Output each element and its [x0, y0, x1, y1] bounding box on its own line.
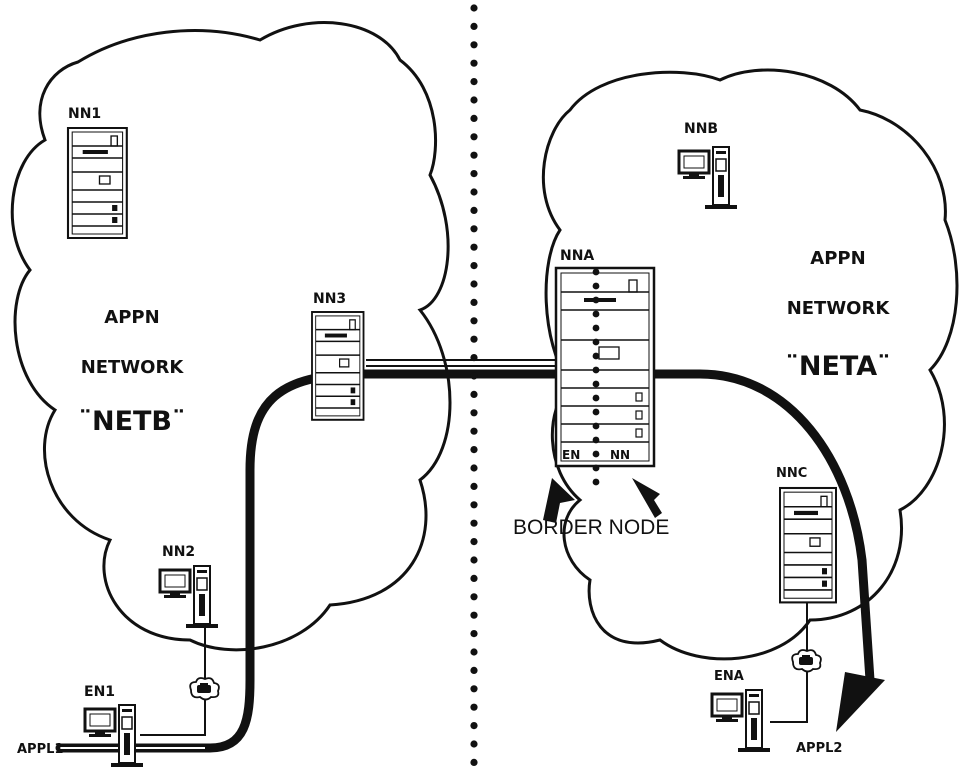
boundary-dot: [470, 336, 477, 343]
boundary-dot: [470, 446, 477, 453]
border-node-dot: [593, 395, 600, 402]
netb-network-name: ¨NETB¨: [78, 406, 185, 437]
boundary-dot: [470, 133, 477, 140]
boundary-dot: [470, 722, 477, 729]
boundary-dot: [470, 170, 477, 177]
ena-label: ENA: [714, 669, 744, 684]
boundary-dot: [470, 520, 477, 527]
ena-workstation-icon: [712, 690, 770, 752]
nna-port-nn: NN: [610, 448, 630, 462]
nna-rack-icon: [556, 268, 654, 466]
border-node-dot: [593, 339, 600, 346]
boundary-dot: [470, 188, 477, 195]
nn1-server-icon: [68, 128, 127, 238]
border-node-dot: [593, 381, 600, 388]
boundary-dot: [470, 23, 477, 30]
boundary-dot: [470, 152, 477, 159]
appl1-label: APPL1: [17, 742, 63, 757]
border-node-dot: [593, 465, 600, 472]
netb-label-line1: APPN: [104, 307, 159, 328]
boundary-dot: [470, 409, 477, 416]
boundary-dot: [470, 244, 477, 251]
boundary-dot: [470, 593, 477, 600]
session-arrowhead: [836, 672, 885, 732]
border-node-dot: [593, 479, 600, 486]
boundary-dot: [470, 667, 477, 674]
neta-network-name: ¨NETA¨: [785, 351, 890, 382]
boundary-dot: [470, 372, 477, 379]
boundary-dot: [470, 759, 477, 766]
border-node-dot: [593, 451, 600, 458]
boundary-dot: [470, 262, 477, 269]
boundary-dot: [470, 612, 477, 619]
nnb-label: NNB: [684, 121, 718, 137]
boundary-dot: [470, 464, 477, 471]
nn3-server-icon: [312, 312, 364, 420]
border-node-dot: [593, 297, 600, 304]
boundary-dot: [470, 280, 477, 287]
boundary-dot: [470, 4, 477, 11]
boundary-dot: [470, 556, 477, 563]
boundary-dot: [470, 207, 477, 214]
border-node-dot: [593, 283, 600, 290]
nna-label: NNA: [560, 248, 594, 264]
boundary-dot: [470, 428, 477, 435]
boundary-dot: [470, 299, 477, 306]
boundary-dot: [470, 685, 477, 692]
boundary-dot: [470, 740, 477, 747]
boundary-dot: [470, 391, 477, 398]
boundary-dot: [470, 41, 477, 48]
modem-right-icon: [792, 650, 821, 672]
nnc-label: NNC: [776, 466, 807, 481]
boundary-dot: [470, 538, 477, 545]
neta-label-line1: APPN: [810, 248, 865, 269]
modem-left-icon: [190, 678, 219, 700]
boundary-dot: [470, 630, 477, 637]
border-node-dot: [593, 437, 600, 444]
nna-port-en: EN: [562, 448, 580, 462]
en1-workstation-icon: [85, 705, 143, 767]
nn1-label: NN1: [68, 106, 101, 122]
neta-label-line2: NETWORK: [787, 298, 891, 319]
boundary-dot: [470, 648, 477, 655]
boundary-dot: [470, 704, 477, 711]
link-modem-ena: [770, 672, 807, 722]
boundary-dot: [470, 96, 477, 103]
border-node-dot: [593, 409, 600, 416]
appl2-label: APPL2: [796, 741, 842, 756]
boundary-dot: [470, 354, 477, 361]
boundary-dot: [470, 115, 477, 122]
boundary-dot: [470, 78, 477, 85]
netb-label-line2: NETWORK: [81, 357, 185, 378]
border-node-dot: [593, 367, 600, 374]
nn2-label: NN2: [162, 544, 195, 560]
boundary-dot: [470, 225, 477, 232]
en1-label: EN1: [84, 684, 115, 700]
border-node-dot: [593, 353, 600, 360]
boundary-dot: [470, 501, 477, 508]
nn3-label: NN3: [313, 291, 346, 307]
boundary-dot: [470, 483, 477, 490]
border-node-dot: [593, 311, 600, 318]
boundary-dot: [470, 60, 477, 67]
boundary-dot: [470, 575, 477, 582]
border-node-dot: [593, 423, 600, 430]
link-modem-en1: [140, 700, 205, 735]
border-node-label: BORDER NODE: [513, 516, 669, 539]
boundary-dot: [470, 317, 477, 324]
border-node-dot: [593, 325, 600, 332]
nnc-server-icon: [780, 488, 836, 602]
border-node-dot: [593, 269, 600, 276]
